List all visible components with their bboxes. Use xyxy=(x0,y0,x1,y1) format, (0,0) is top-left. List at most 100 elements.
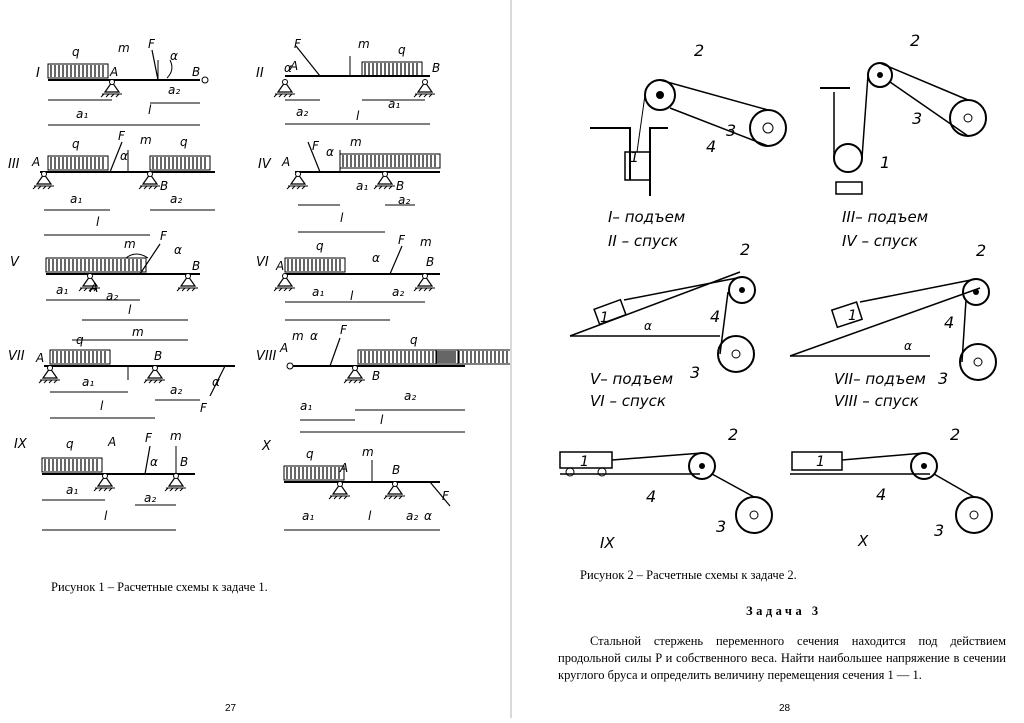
svg-text:α: α xyxy=(174,243,182,257)
svg-text:4: 4 xyxy=(706,137,716,156)
svg-text:B: B xyxy=(160,179,168,193)
svg-text:B: B xyxy=(180,455,188,469)
svg-text:l: l xyxy=(340,211,344,225)
scheme-IX-id: IX xyxy=(14,437,28,452)
page-number-left: 27 xyxy=(225,703,237,714)
scheme-VIII: VIII m α F q A B a₁ a₂ l xyxy=(256,323,537,433)
scheme-X-id: X xyxy=(261,439,272,454)
svg-text:F: F xyxy=(145,431,153,445)
scheme-I-II: 2 3 4 1 I– подъем II – спуск xyxy=(590,41,787,250)
left-page: I q m F α A B a₁ a₂ l II xyxy=(0,0,537,718)
svg-text:1: 1 xyxy=(580,454,589,470)
svg-text:q: q xyxy=(410,333,418,347)
svg-text:3: 3 xyxy=(690,363,700,382)
svg-text:a₂: a₂ xyxy=(106,289,118,303)
svg-text:l: l xyxy=(104,509,108,523)
scheme-V-id: V xyxy=(10,255,20,270)
svg-text:α: α xyxy=(904,339,912,353)
svg-text:a₂: a₂ xyxy=(144,491,156,505)
svg-text:q: q xyxy=(316,239,324,253)
svg-text:m: m xyxy=(124,237,136,251)
svg-text:α: α xyxy=(284,61,292,75)
svg-text:l: l xyxy=(368,509,372,523)
scheme-V-VI-line1: V– подъем xyxy=(590,370,673,388)
svg-text:α: α xyxy=(424,509,432,523)
svg-text:F: F xyxy=(200,401,208,415)
svg-text:F: F xyxy=(160,229,168,243)
svg-text:A: A xyxy=(31,155,40,169)
svg-text:1: 1 xyxy=(880,153,890,172)
svg-text:α: α xyxy=(644,319,652,333)
scheme-II-id: II xyxy=(256,66,264,81)
svg-text:a₁: a₁ xyxy=(388,97,400,111)
svg-text:a₁: a₁ xyxy=(300,399,312,413)
svg-text:q: q xyxy=(76,333,84,347)
svg-text:q: q xyxy=(72,137,80,151)
svg-text:a₁: a₁ xyxy=(356,179,368,193)
svg-text:2: 2 xyxy=(910,31,920,50)
scheme-III-IV: 2 3 1 III– подъем IV – спуск xyxy=(820,31,987,250)
svg-text:m: m xyxy=(292,329,304,343)
task-3-text: Стальной стержень переменного сечения на… xyxy=(558,634,1006,682)
scheme-I-II-line1: I– подъем xyxy=(608,208,685,226)
svg-text:B: B xyxy=(396,179,404,193)
svg-text:m: m xyxy=(350,135,362,149)
svg-text:3: 3 xyxy=(726,121,736,140)
svg-text:1: 1 xyxy=(630,150,639,166)
svg-text:a₁: a₁ xyxy=(312,285,324,299)
svg-text:a₁: a₁ xyxy=(70,192,82,206)
scheme-IX-hoist-label: IX xyxy=(600,534,615,552)
svg-text:3: 3 xyxy=(716,517,726,536)
svg-text:A: A xyxy=(339,461,348,475)
svg-text:A: A xyxy=(275,259,284,273)
scheme-III: III q F m q A B α a₁ a₂ l xyxy=(8,129,215,236)
svg-text:q: q xyxy=(180,135,188,149)
svg-text:a₁: a₁ xyxy=(66,483,78,497)
scheme-VI: VI q F m α A B a₁ a₂ l xyxy=(256,233,440,321)
svg-text:l: l xyxy=(96,215,100,229)
svg-text:l: l xyxy=(148,103,152,117)
page-number-right: 28 xyxy=(779,703,791,714)
svg-text:m: m xyxy=(132,325,144,339)
svg-text:m: m xyxy=(118,41,130,55)
svg-text:a₂: a₂ xyxy=(170,192,182,206)
right-page: 2 3 4 1 I– подъем II – спуск 2 xyxy=(512,0,1024,718)
svg-text:a₂: a₂ xyxy=(404,389,416,403)
beam-schemes-figure: I q m F α A B a₁ a₂ l II xyxy=(8,37,537,531)
scheme-IV: IV F m A B α a₁ a₂ l xyxy=(258,135,441,233)
svg-text:1: 1 xyxy=(600,310,609,326)
scheme-III-IV-line2: IV – спуск xyxy=(842,232,918,250)
scheme-X: X q A m B F α a₁ a₂ l xyxy=(261,439,451,531)
svg-text:m: m xyxy=(140,133,152,147)
svg-text:m: m xyxy=(170,429,182,443)
svg-text:A: A xyxy=(279,341,288,355)
svg-text:B: B xyxy=(192,259,200,273)
svg-text:a₂: a₂ xyxy=(296,105,308,119)
svg-text:4: 4 xyxy=(944,313,954,332)
svg-text:q: q xyxy=(398,43,406,57)
scheme-IX-hoist: 2 3 4 1 IX xyxy=(559,425,773,552)
scheme-X-hoist: 2 3 4 1 X xyxy=(790,425,993,550)
svg-text:a₁: a₁ xyxy=(302,509,314,523)
svg-text:1: 1 xyxy=(848,308,857,324)
svg-text:l: l xyxy=(100,399,104,413)
svg-text:A: A xyxy=(289,59,298,73)
svg-text:a₂: a₂ xyxy=(398,193,410,207)
svg-text:a₁: a₁ xyxy=(56,283,68,297)
svg-text:F: F xyxy=(294,37,302,51)
svg-text:a₂: a₂ xyxy=(170,383,182,397)
svg-text:B: B xyxy=(432,61,440,75)
scheme-VII-id: VII xyxy=(8,349,25,364)
svg-text:m: m xyxy=(358,37,370,51)
svg-text:α: α xyxy=(170,49,178,63)
scheme-VI-id: VI xyxy=(256,255,269,270)
svg-text:F: F xyxy=(118,129,126,143)
svg-text:F: F xyxy=(442,489,450,503)
svg-text:q: q xyxy=(66,437,74,451)
svg-text:3: 3 xyxy=(938,369,948,388)
svg-text:l: l xyxy=(380,413,384,427)
svg-text:4: 4 xyxy=(710,307,720,326)
svg-text:a₂: a₂ xyxy=(168,83,180,97)
svg-text:α: α xyxy=(310,329,318,343)
svg-text:4: 4 xyxy=(876,485,886,504)
